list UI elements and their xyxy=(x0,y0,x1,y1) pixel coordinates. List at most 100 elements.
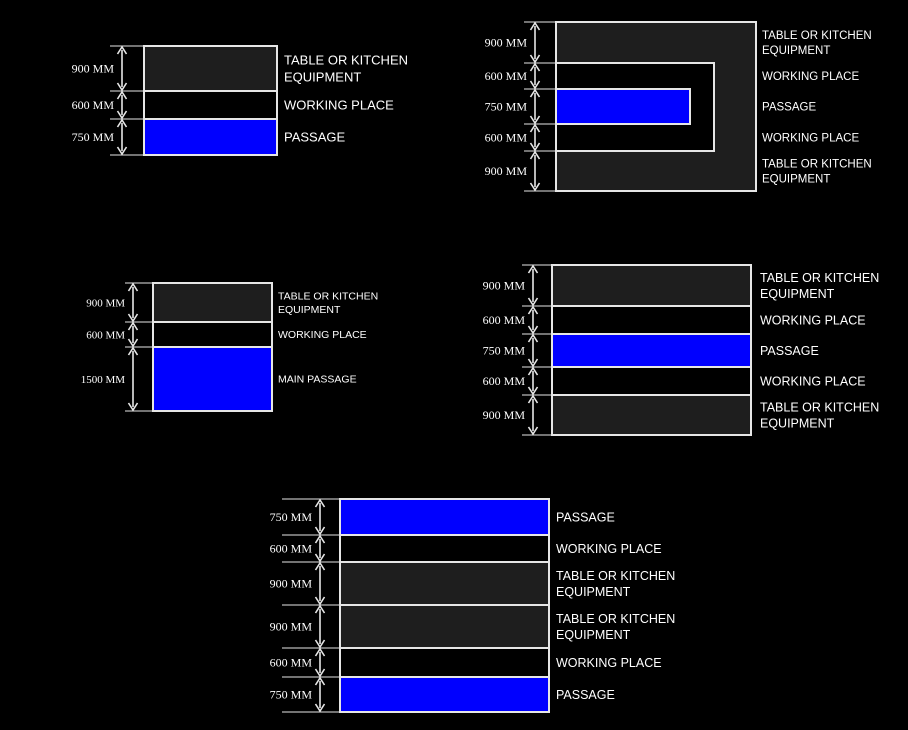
dimension-arrow-head-up xyxy=(529,150,541,160)
dimension-arrow-head-down xyxy=(116,82,128,92)
passage-zone xyxy=(339,498,550,536)
dimension-arrow-head-down xyxy=(116,146,128,156)
equipment-zone xyxy=(339,604,550,649)
dimension-arrow-head-down xyxy=(527,426,539,436)
zone-label: WORKING PLACE xyxy=(760,313,866,327)
zone-label: WORKING PLACE xyxy=(556,542,662,556)
dimension-arrow-head-up xyxy=(116,90,128,100)
dimension-arrow-head-up xyxy=(314,498,326,508)
zone-label: TABLE OR KITCHEN xyxy=(762,159,872,171)
zone-label: TABLE OR KITCHEN xyxy=(284,53,408,68)
zone-label: TABLE OR KITCHEN xyxy=(760,400,879,414)
dimension-arrow-head-down xyxy=(529,182,541,192)
dimension-arrow-head-down xyxy=(127,338,139,348)
dimension-arrow-head-down xyxy=(529,54,541,64)
dimension-arrow-head-up xyxy=(314,561,326,571)
dimension-arrow-head-up xyxy=(314,534,326,544)
dimension-text: 750 MM xyxy=(270,688,313,702)
dimension-arrow-head-up xyxy=(116,118,128,128)
dimension-text: 900 MM xyxy=(86,297,125,309)
dimension-arrow-head-down xyxy=(527,386,539,396)
dimension-arrow-head-up xyxy=(527,305,539,315)
dimension-arrow-head-up xyxy=(127,346,139,356)
dimension-arrow-head-down xyxy=(127,402,139,412)
zone-label: PASSAGE xyxy=(284,130,346,145)
dimension-arrow-head-down xyxy=(314,553,326,563)
dimension-text: 600 MM xyxy=(485,131,528,145)
dimension-text: 600 MM xyxy=(86,329,125,341)
dimension-arrow-head-down xyxy=(127,313,139,323)
layout-d: 900 MM TABLE OR KITCHEN EQUIPMENT 600 MM WOR… xyxy=(483,264,879,436)
zone-label: PASSAGE xyxy=(556,510,615,524)
dimension-arrow-head-up xyxy=(529,62,541,72)
dimension-arrow-head-down xyxy=(529,115,541,125)
zone-label: EQUIPMENT xyxy=(760,417,835,431)
dimension-text: 600 MM xyxy=(483,313,526,327)
working-zone xyxy=(339,647,550,678)
zone-label: PASSAGE xyxy=(556,688,615,702)
passage-zone xyxy=(555,88,691,125)
dimension-arrow-head-up xyxy=(127,321,139,331)
zone-label: WORKING PLACE xyxy=(762,133,859,145)
zone-label: EQUIPMENT xyxy=(284,70,361,85)
working-zone xyxy=(551,366,752,396)
dimension-text: 750 MM xyxy=(270,510,313,524)
zone-label: WORKING PLACE xyxy=(762,71,859,83)
zone-label: EQUIPMENT xyxy=(762,174,830,186)
dimension-arrow-head-down xyxy=(314,526,326,536)
dimension-text: 900 MM xyxy=(485,36,528,50)
dimension-arrow-head-down xyxy=(527,358,539,368)
dimension-arrow-head-up xyxy=(116,45,128,55)
dimension-text: 900 MM xyxy=(72,62,115,76)
dimension-text: 600 MM xyxy=(485,69,528,83)
dimension-text: 900 MM xyxy=(483,279,526,293)
dimension-arrow-head-up xyxy=(314,604,326,614)
dimension-arrow-head-down xyxy=(116,110,128,120)
working-zone xyxy=(152,321,273,348)
zone-label: EQUIPMENT xyxy=(278,304,341,316)
dimension-text: 900 MM xyxy=(270,620,313,634)
dimension-arrow-head-up xyxy=(527,366,539,376)
passage-zone xyxy=(339,676,550,713)
dimension-arrow-head-up xyxy=(527,264,539,274)
dimension-arrow-head-up xyxy=(314,647,326,657)
zone-label: TABLE OR KITCHEN xyxy=(762,30,872,42)
working-zone xyxy=(143,90,278,120)
zone-label: EQUIPMENT xyxy=(556,628,631,642)
zone-label: MAIN PASSAGE xyxy=(278,374,357,386)
dimension-arrow-head-up xyxy=(314,676,326,686)
dimension-text: 900 MM xyxy=(483,408,526,422)
passage-zone xyxy=(152,346,273,412)
dimension-arrow-head-up xyxy=(529,88,541,98)
layout-e: 750 MM PASSAGE 600 MM WORKING PLACE 900 MM TA… xyxy=(270,498,675,713)
dimension-arrow-head-down xyxy=(529,142,541,152)
zone-label: TABLE OR KITCHEN xyxy=(556,569,675,583)
dimension-text: 750 MM xyxy=(483,344,526,358)
equipment-zone xyxy=(339,561,550,606)
dimension-text: 1500 MM xyxy=(81,374,126,386)
dimension-arrow-head-down xyxy=(314,596,326,606)
dimension-text: 750 MM xyxy=(485,100,528,114)
dimension-arrow-head-up xyxy=(529,123,541,133)
dimension-arrow-head-down xyxy=(527,297,539,307)
dimension-arrow-head-up xyxy=(529,21,541,31)
dimension-text: 900 MM xyxy=(270,577,313,591)
dimension-text: 600 MM xyxy=(270,542,313,556)
equipment-zone xyxy=(152,282,273,323)
dimension-text: 600 MM xyxy=(270,656,313,670)
zone-label: WORKING PLACE xyxy=(556,656,662,670)
passage-zone xyxy=(143,118,278,156)
dimension-arrow-head-down xyxy=(314,703,326,713)
zone-label: WORKING PLACE xyxy=(760,374,866,388)
zone-label: TABLE OR KITCHEN xyxy=(760,271,879,285)
dimension-arrow-head-down xyxy=(314,639,326,649)
zone-label: EQUIPMENT xyxy=(556,585,631,599)
dimension-arrow-head-down xyxy=(527,325,539,335)
layout-b: 900 MM TABLE OR KITCHEN EQUIPMENT 600 MM WOR… xyxy=(485,21,872,192)
dimension-text: 600 MM xyxy=(72,98,115,112)
equipment-zone xyxy=(551,264,752,307)
zone-label: PASSAGE xyxy=(762,102,816,114)
passage-zone xyxy=(551,333,752,368)
